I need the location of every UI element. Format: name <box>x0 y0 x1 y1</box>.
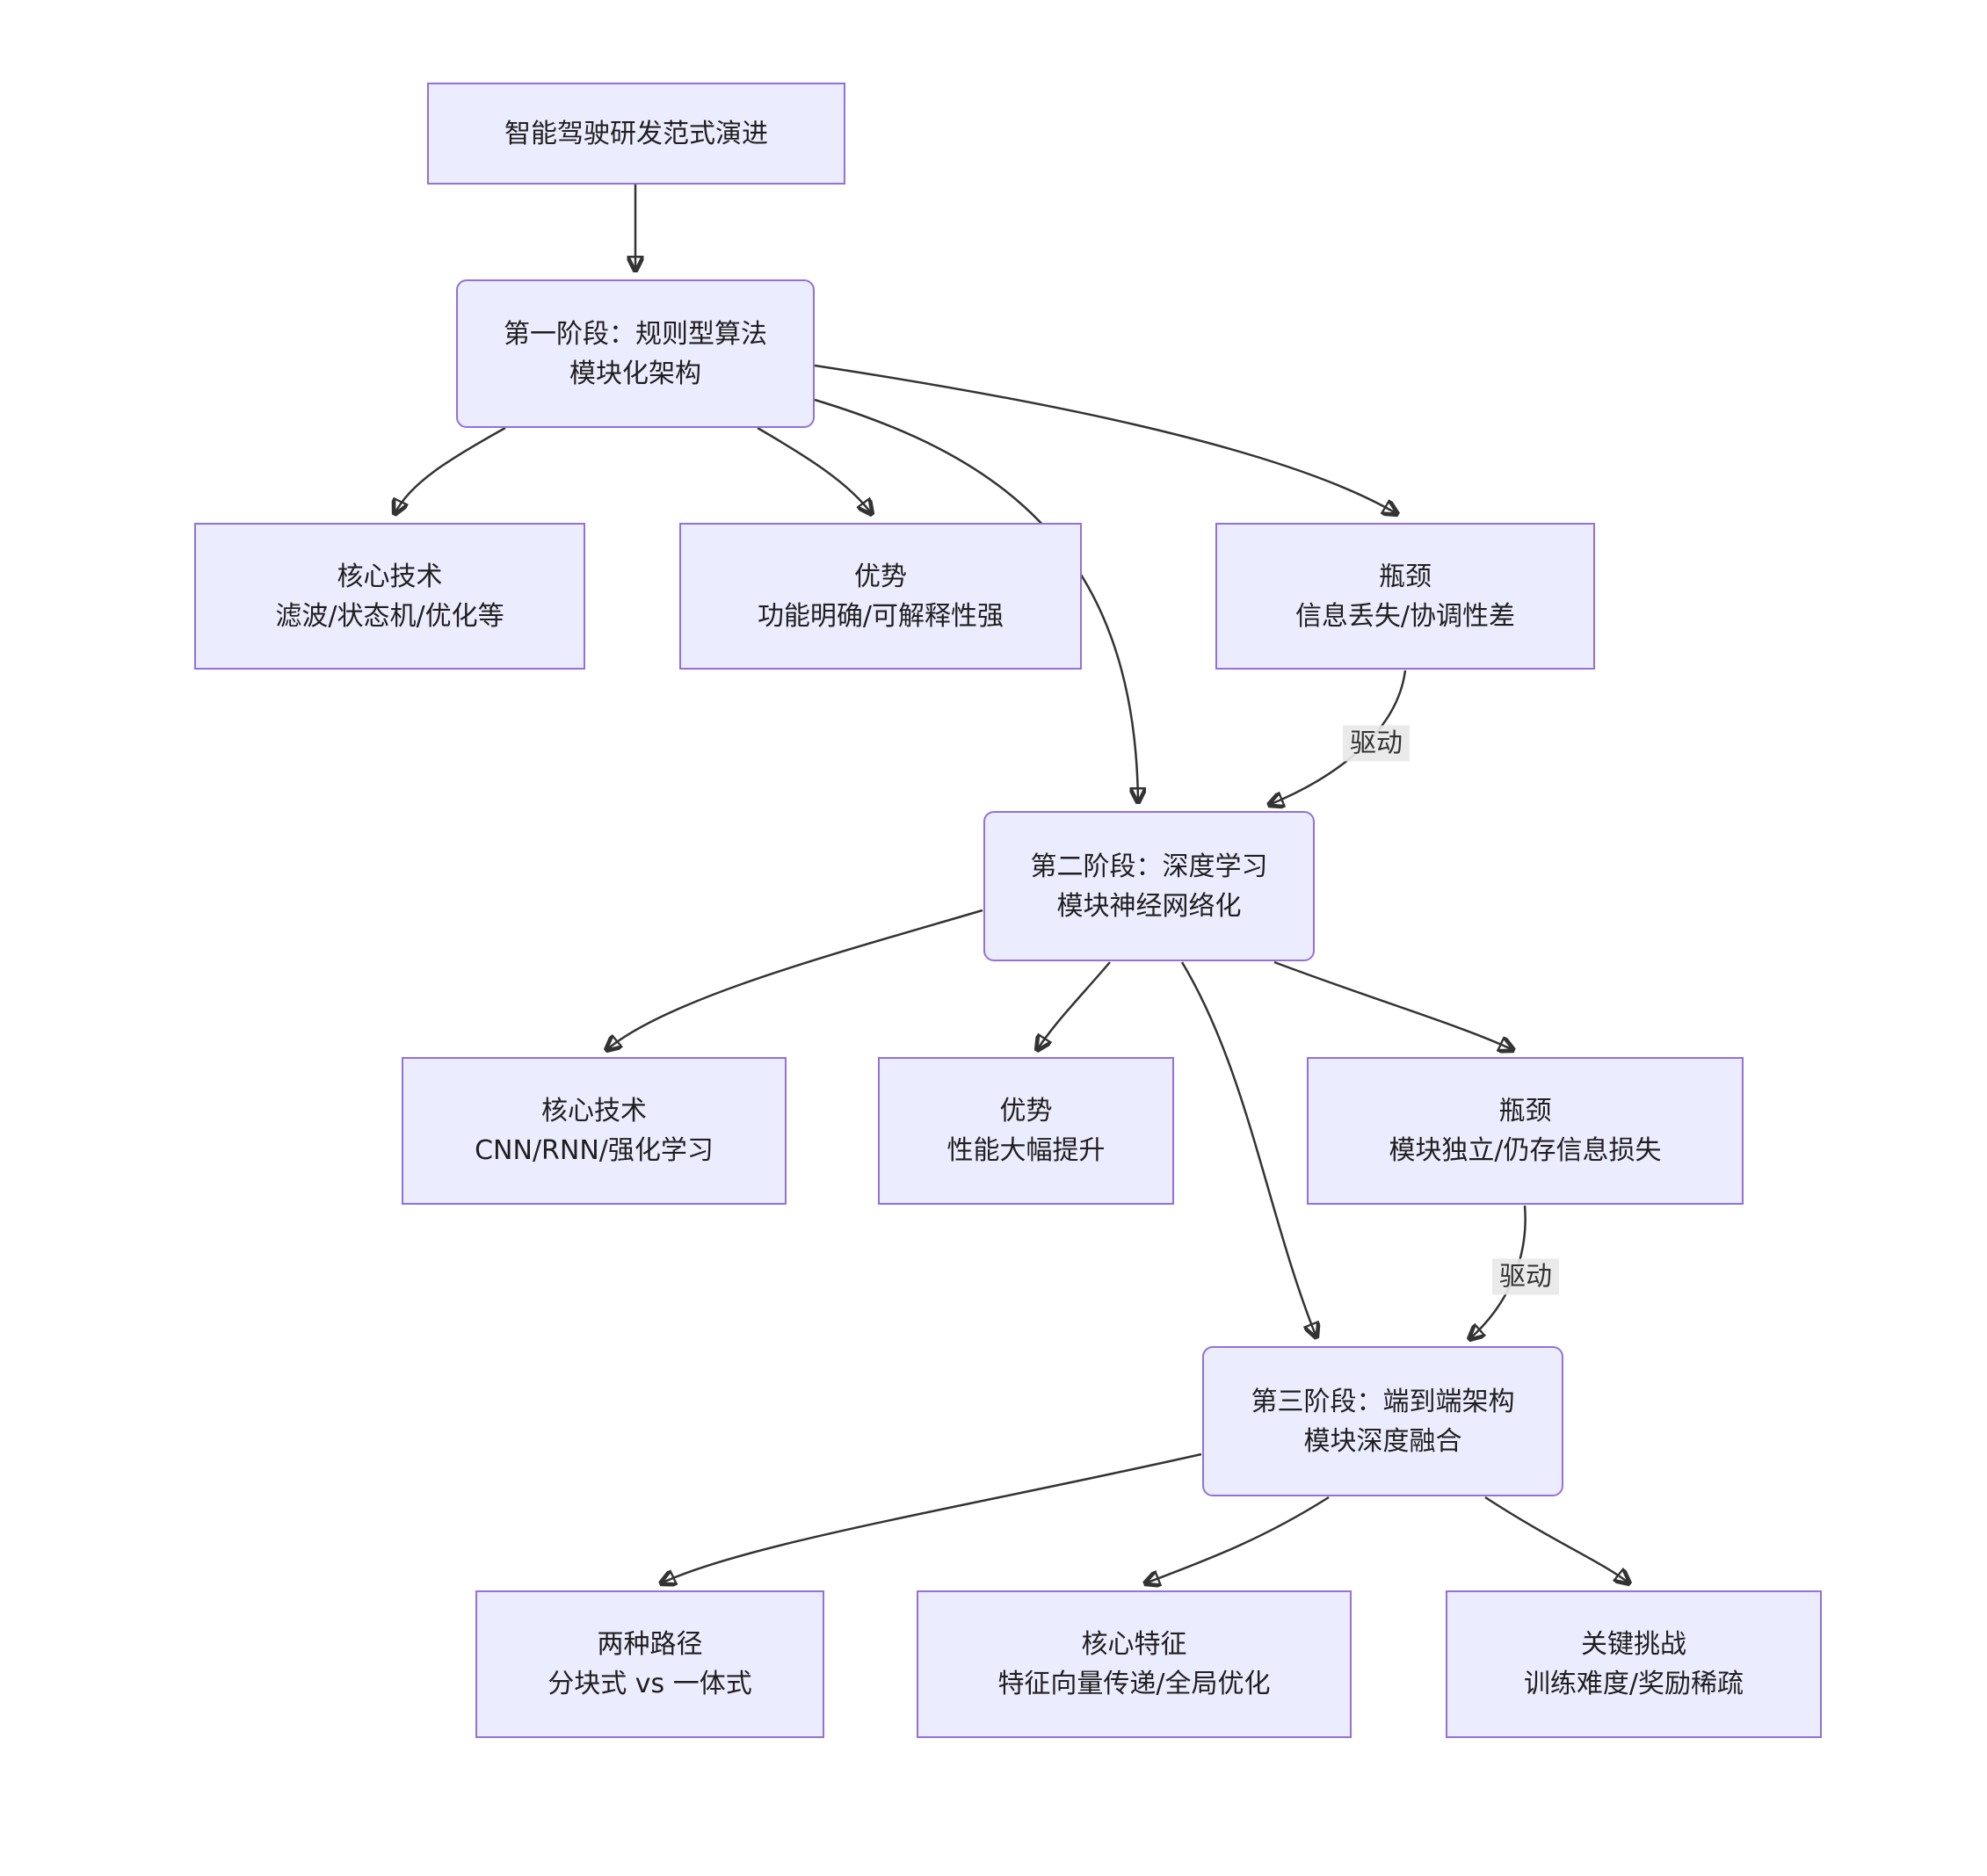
edge-label-drive-2: 驱动 <box>1492 1258 1559 1295</box>
node-s1-adv-line1: 优势 <box>854 561 907 592</box>
node-s1-adv: 优势 功能明确/可解释性强 <box>679 523 1082 670</box>
node-s1-core-line2: 滤波/状态机/优化等 <box>275 600 504 632</box>
edge-stage1-stage2 <box>814 398 1138 802</box>
node-s2-bottleneck: 瓶颈 模块独立/仍存信息损失 <box>1307 1057 1744 1205</box>
node-s2-bottleneck-line2: 模块独立/仍存信息损失 <box>1389 1135 1662 1166</box>
edge-stage2-adv <box>1037 961 1111 1050</box>
edge-stage1-core <box>395 426 506 514</box>
node-s1-bottleneck-line1: 瓶颈 <box>1379 561 1432 592</box>
node-stage2-line1: 第二阶段：深度学习 <box>1030 851 1268 882</box>
node-s2-adv-line1: 优势 <box>999 1096 1053 1126</box>
node-s1-bottleneck: 瓶颈 信息丢失/协调性差 <box>1215 523 1595 670</box>
node-stage1: 第一阶段：规则型算法 模块化架构 <box>456 279 815 428</box>
node-s3-features-line1: 核心特征 <box>1081 1629 1187 1660</box>
node-s1-bottleneck-line2: 信息丢失/协调性差 <box>1294 600 1516 632</box>
node-s2-adv-line2: 性能大幅提升 <box>946 1135 1106 1166</box>
node-s2-bottleneck-line1: 瓶颈 <box>1498 1096 1552 1126</box>
edge-stage1-bottleneck <box>814 364 1397 514</box>
node-stage3: 第三阶段：端到端架构 模块深度融合 <box>1202 1346 1563 1496</box>
edge-stage2-core <box>606 909 983 1050</box>
node-stage2: 第二阶段：深度学习 模块神经网络化 <box>983 811 1315 961</box>
edge-stage2-stage3 <box>1180 961 1316 1337</box>
node-s3-paths-line1: 两种路径 <box>597 1629 703 1660</box>
node-s1-core-line1: 核心技术 <box>337 561 443 592</box>
node-s2-core-line1: 核心技术 <box>541 1096 647 1126</box>
node-s2-core-line2: CNN/RNN/强化学习 <box>475 1135 714 1166</box>
node-stage3-line2: 模块深度融合 <box>1303 1425 1462 1457</box>
node-s2-adv: 优势 性能大幅提升 <box>878 1057 1174 1205</box>
node-stage1-line2: 模块化架构 <box>569 358 701 389</box>
node-s3-paths-line2: 分块式 vs 一体式 <box>548 1669 752 1699</box>
node-root-label: 智能驾驶研发范式演进 <box>504 118 768 149</box>
node-s3-challenges-line2: 训练难度/奖励稀疏 <box>1523 1669 1744 1699</box>
edge-stage2-bottleneck <box>1273 960 1513 1050</box>
node-s3-features-line2: 特征向量传递/全局优化 <box>997 1669 1271 1699</box>
node-stage2-line2: 模块神经网络化 <box>1056 890 1242 922</box>
node-s3-paths: 两种路径 分块式 vs 一体式 <box>475 1590 824 1738</box>
node-stage1-line1: 第一阶段：规则型算法 <box>504 318 767 350</box>
node-s3-challenges-line1: 关键挑战 <box>1581 1629 1686 1660</box>
node-root: 智能驾驶研发范式演进 <box>427 83 845 185</box>
edge-stage1-adv <box>757 426 872 514</box>
node-s3-features: 核心特征 特征向量传递/全局优化 <box>917 1590 1352 1738</box>
node-s1-adv-line2: 功能明确/可解释性强 <box>757 600 1004 632</box>
node-s2-core: 核心技术 CNN/RNN/强化学习 <box>402 1057 787 1205</box>
edge-stage3-paths <box>661 1452 1202 1583</box>
node-s1-core: 核心技术 滤波/状态机/优化等 <box>194 523 585 670</box>
edge-stage3-challenges <box>1484 1496 1629 1583</box>
node-stage3-line1: 第三阶段：端到端架构 <box>1251 1386 1515 1417</box>
edge-stage3-features <box>1145 1496 1330 1583</box>
node-s3-challenges: 关键挑战 训练难度/奖励稀疏 <box>1446 1590 1822 1738</box>
edge-label-drive-1: 驱动 <box>1343 725 1410 762</box>
